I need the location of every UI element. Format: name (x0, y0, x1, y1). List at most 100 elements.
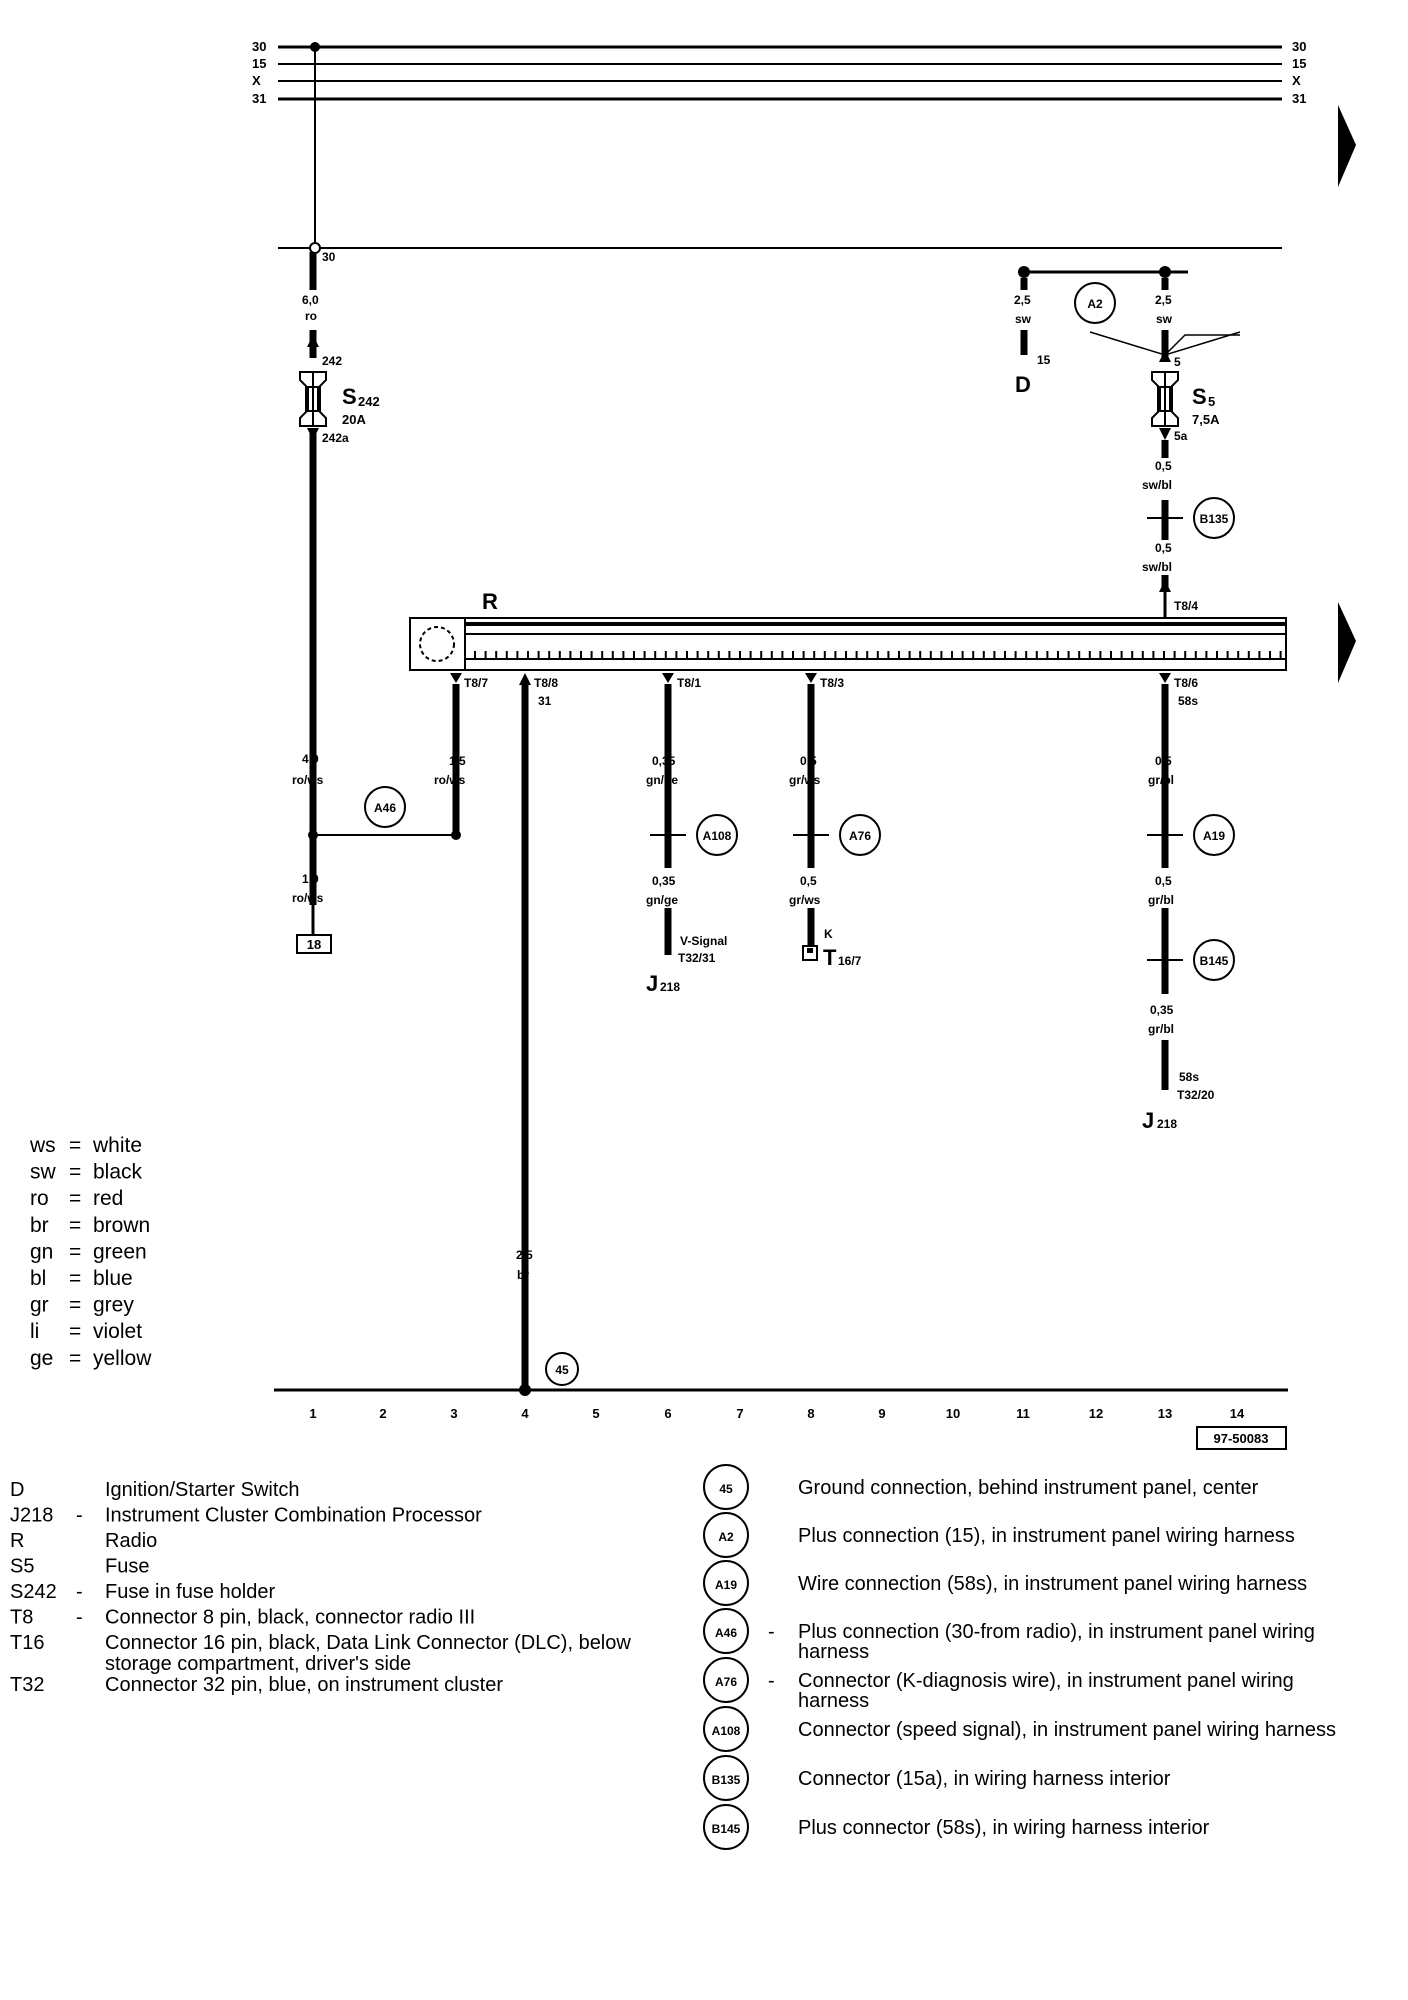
grid-number: 4 (521, 1406, 529, 1421)
ref-code-box (1196, 1426, 1287, 1450)
j218a-signal: V-Signal (680, 934, 727, 948)
color-code: br (30, 1214, 49, 1237)
wire-t87-color: ro/ws (434, 773, 466, 787)
wire-splice-color: ro/ws (292, 891, 324, 905)
wire-t86a-color: gr/bl (1148, 773, 1174, 787)
color-name: blue (93, 1267, 133, 1290)
connection-legend-dash: - (768, 1670, 775, 1692)
wire-s5-color: sw (1156, 312, 1173, 326)
wire-main-size: 6,0 (302, 293, 319, 307)
grid-number: 9 (878, 1406, 885, 1421)
color-code: gn (30, 1240, 53, 1263)
color-code: ro (30, 1187, 49, 1210)
connection-legend-desc: Connector (15a), in wiring harness inter… (798, 1768, 1171, 1790)
j218b-pin: T32/20 (1177, 1088, 1215, 1102)
connection-legend-code: A46 (715, 1626, 737, 1640)
connection-b145[interactable] (1193, 939, 1235, 981)
bus-label-x-right: X (1292, 73, 1301, 88)
connection-legend-code: A76 (715, 1675, 737, 1689)
wire-t83-color: gr/ws (789, 773, 821, 787)
color-code: li (30, 1320, 39, 1343)
color-equals: = (69, 1161, 81, 1184)
fuse-s242[interactable] (299, 371, 327, 427)
color-name: yellow (93, 1347, 152, 1370)
wire-d-color: sw (1015, 312, 1032, 326)
connection-b145-label: B145 (1200, 954, 1229, 968)
pin-t87: T8/7 (464, 676, 488, 690)
connection-legend-symbol (703, 1657, 749, 1703)
wire-t88-color: br (517, 1268, 529, 1282)
continuation-arrow-radio[interactable] (1338, 602, 1356, 683)
connection-a2[interactable] (1074, 282, 1116, 324)
fuse-s5[interactable] (1151, 371, 1179, 427)
connection-legend-symbol (703, 1755, 749, 1801)
continuation-arrow-top[interactable] (1338, 105, 1356, 187)
color-name: black (93, 1161, 143, 1184)
color-code: gr (30, 1294, 49, 1317)
color-equals: = (69, 1187, 81, 1210)
bus-label-30-right: 30 (1292, 39, 1306, 54)
bus-label-30-left: 30 (252, 39, 266, 54)
wire-t86c-size: 0,35 (1150, 1003, 1174, 1017)
component-desc: Fuse in fuse holder (105, 1581, 275, 1603)
wire-t86b-color: gr/bl (1148, 893, 1174, 907)
color-code: ws (29, 1134, 56, 1157)
color-equals: = (69, 1134, 81, 1157)
grid-number: 13 (1158, 1406, 1172, 1421)
color-equals: = (69, 1294, 81, 1317)
wire-t81-size: 0,35 (652, 754, 676, 768)
component-desc: Fuse (105, 1556, 149, 1578)
wire-s5-out2-size: 0,5 (1155, 541, 1172, 555)
wire-t81-color: gn/ge (646, 773, 678, 787)
ref-code: 97-50083 (1214, 1431, 1269, 1446)
connection-legend-desc: Wire connection (58s), in instrument pan… (798, 1573, 1307, 1595)
grid-number: 6 (664, 1406, 671, 1421)
fuse-s5-out-pin: 5a (1174, 429, 1188, 443)
bus-label-15-right: 15 (1292, 56, 1306, 71)
color-name: brown (93, 1214, 150, 1237)
color-name: grey (93, 1294, 134, 1317)
j218a-label[interactable]: J (646, 971, 658, 996)
wire-t81b-size: 0,35 (652, 874, 676, 888)
connection-a46[interactable] (364, 786, 406, 828)
connection-legend-desc: harness (798, 1690, 869, 1712)
connection-legend-code: B135 (712, 1773, 741, 1787)
grid-number: 1 (309, 1406, 316, 1421)
color-code: sw (30, 1161, 57, 1184)
connection-legend-dash: - (768, 1621, 775, 1643)
wire-t88-size: 2,5 (516, 1248, 533, 1262)
connection-legend-desc: Plus connector (58s), in wiring harness … (798, 1817, 1210, 1839)
grid-number: 10 (946, 1406, 960, 1421)
ground-connection-45[interactable] (545, 1352, 579, 1386)
power-bus (278, 45, 1282, 249)
radio-unit[interactable] (409, 617, 1287, 671)
wire-s5-out2-color: sw/bl (1142, 560, 1172, 574)
component-code: T32 (10, 1674, 44, 1696)
component-dash: - (76, 1581, 83, 1603)
color-equals: = (69, 1214, 81, 1237)
component-code: J218 (10, 1505, 53, 1527)
grid-number: 7 (736, 1406, 743, 1421)
connection-legend-code: 45 (719, 1482, 733, 1496)
connection-legend-code: B145 (712, 1822, 741, 1836)
connection-legend-symbol (703, 1706, 749, 1752)
grid-number: 2 (379, 1406, 386, 1421)
grid-number: 14 (1230, 1406, 1245, 1421)
color-name: red (93, 1187, 123, 1210)
fuse-s242-name: S (342, 384, 357, 409)
color-equals: = (69, 1240, 81, 1263)
connection-legend-desc: harness (798, 1641, 869, 1663)
pin-t86-sub: 58s (1178, 694, 1198, 708)
connection-a19[interactable] (1193, 814, 1235, 856)
connection-legend-symbol (703, 1608, 749, 1654)
connection-a108[interactable] (696, 814, 738, 856)
connection-b135[interactable] (1193, 497, 1235, 539)
component-desc: Ignition/Starter Switch (105, 1479, 300, 1501)
pin-t84: T8/4 (1174, 599, 1198, 613)
pin-t86: T8/6 (1174, 676, 1198, 690)
wire-splice-size: 1,0 (302, 872, 319, 886)
component-d[interactable]: D (1015, 372, 1031, 397)
connection-a76[interactable] (839, 814, 881, 856)
j218b-label[interactable]: J (1142, 1108, 1154, 1133)
connection-b135-label: B135 (1200, 512, 1229, 526)
